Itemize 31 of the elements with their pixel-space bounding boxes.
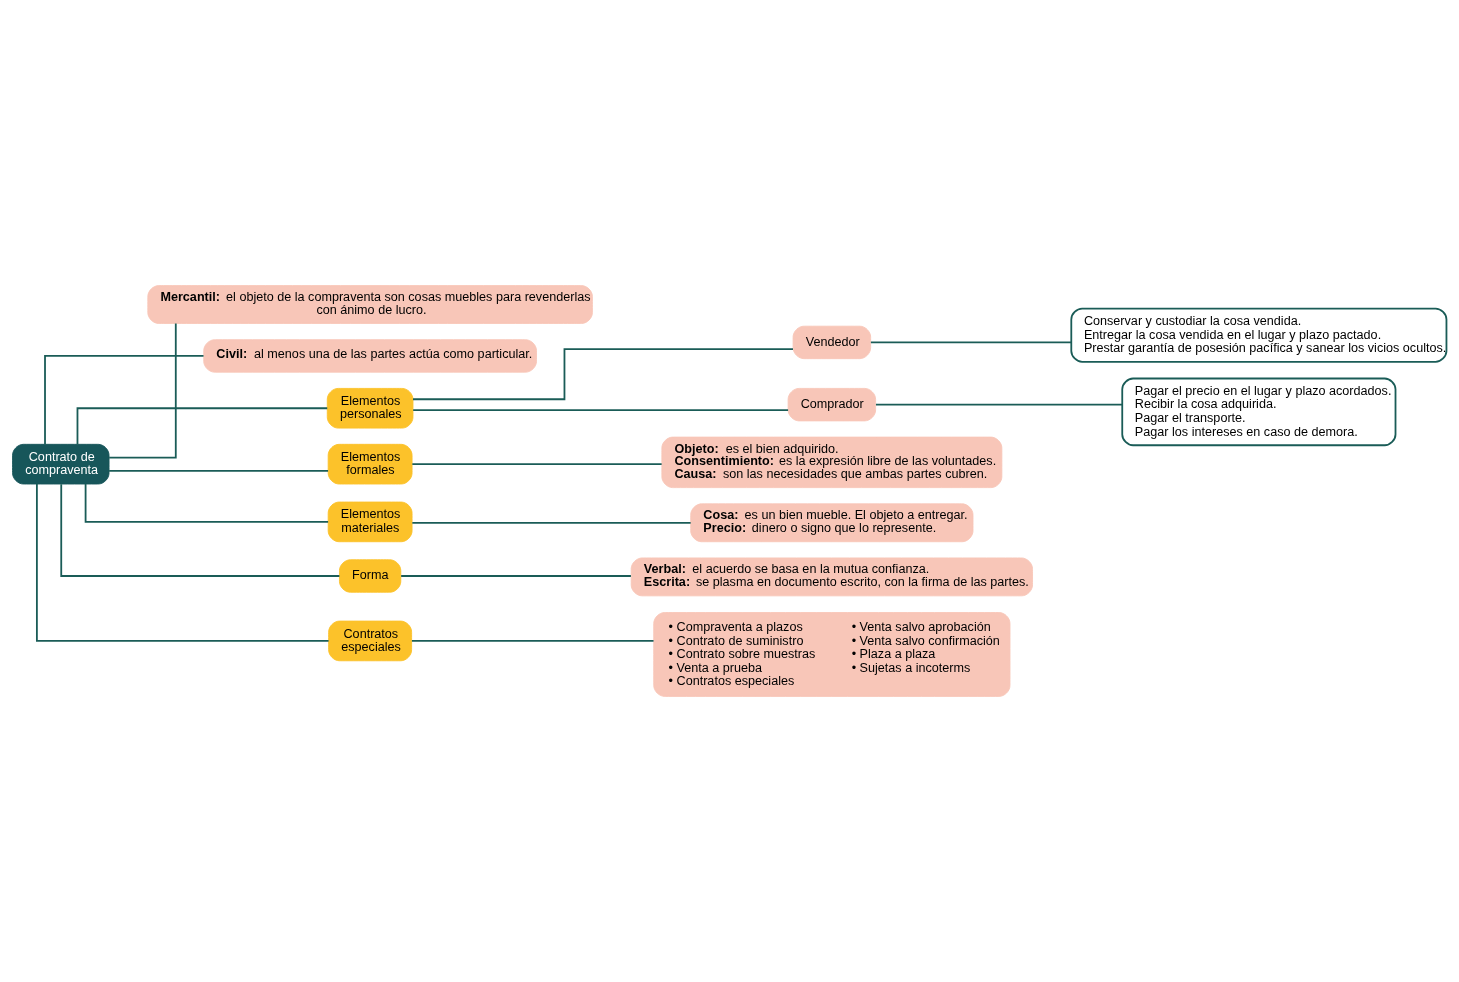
connector <box>411 521 692 524</box>
node-box: Verbal: el acuerdo se basa en la mutua confianza. Escrita: se plasma en documento escrito, con la firma de las partes. <box>630 557 1033 597</box>
node-box: Pagar el precio en el lugar y plazo acordados. Recibir la cosa adquirida. Pagar el transporte. Pagar los intereses en caso de demora. <box>1121 377 1397 447</box>
connector <box>44 355 205 446</box>
connector <box>84 483 330 523</box>
connector <box>36 483 330 642</box>
node-box: Contrato de compraventa <box>12 443 110 485</box>
node-box: Objeto: es el bien adquirido. Consentimiento: es la expresión libre de las voluntades. Causa: son las necesidades que ambas partes cubren. <box>661 436 1003 489</box>
connector <box>412 409 789 411</box>
node-box: • Compraventa a plazos • Contrato de suministro • Contrato sobre muestras • Venta a prueba • Contratos especiales • Venta salvo aprobación • Venta salvo confirmación • Plaza a plaza • Sujetas a incoterms <box>653 612 1011 697</box>
connector <box>60 483 341 577</box>
node-box: Civil: al menos una de las partes actúa como particular. <box>203 339 537 373</box>
node-box: Elementos materiales <box>327 501 413 543</box>
connector <box>76 407 329 446</box>
node-box: Forma <box>339 559 402 593</box>
node-box: Elementos formales <box>327 443 413 485</box>
connector <box>875 403 1124 406</box>
connector <box>411 463 663 466</box>
connector <box>400 575 632 577</box>
node-box: Conservar y custodiar la cosa vendida. Entregar la cosa vendida en el lugar y plazo pactado. Prestar garantía de posesión pacífica y sanear los vicios ocultos. <box>1070 307 1448 363</box>
node-box: Elementos personales <box>326 387 414 429</box>
node-box: Mercantil: el objeto de la compraventa son cosas muebles para revenderlas con ánimo de lucro. <box>147 285 593 324</box>
connector <box>108 469 329 472</box>
node-box: Contratos especiales <box>328 620 413 662</box>
node-box: Vendedor <box>792 325 872 360</box>
connector <box>870 341 1073 344</box>
node-box: Comprador <box>787 387 877 422</box>
connector <box>411 640 655 642</box>
connector <box>108 322 177 459</box>
connector <box>412 348 794 401</box>
node-box: Cosa: es un bien mueble. El objeto a entregar. Precio: dinero o signo que lo represente. <box>690 503 974 543</box>
